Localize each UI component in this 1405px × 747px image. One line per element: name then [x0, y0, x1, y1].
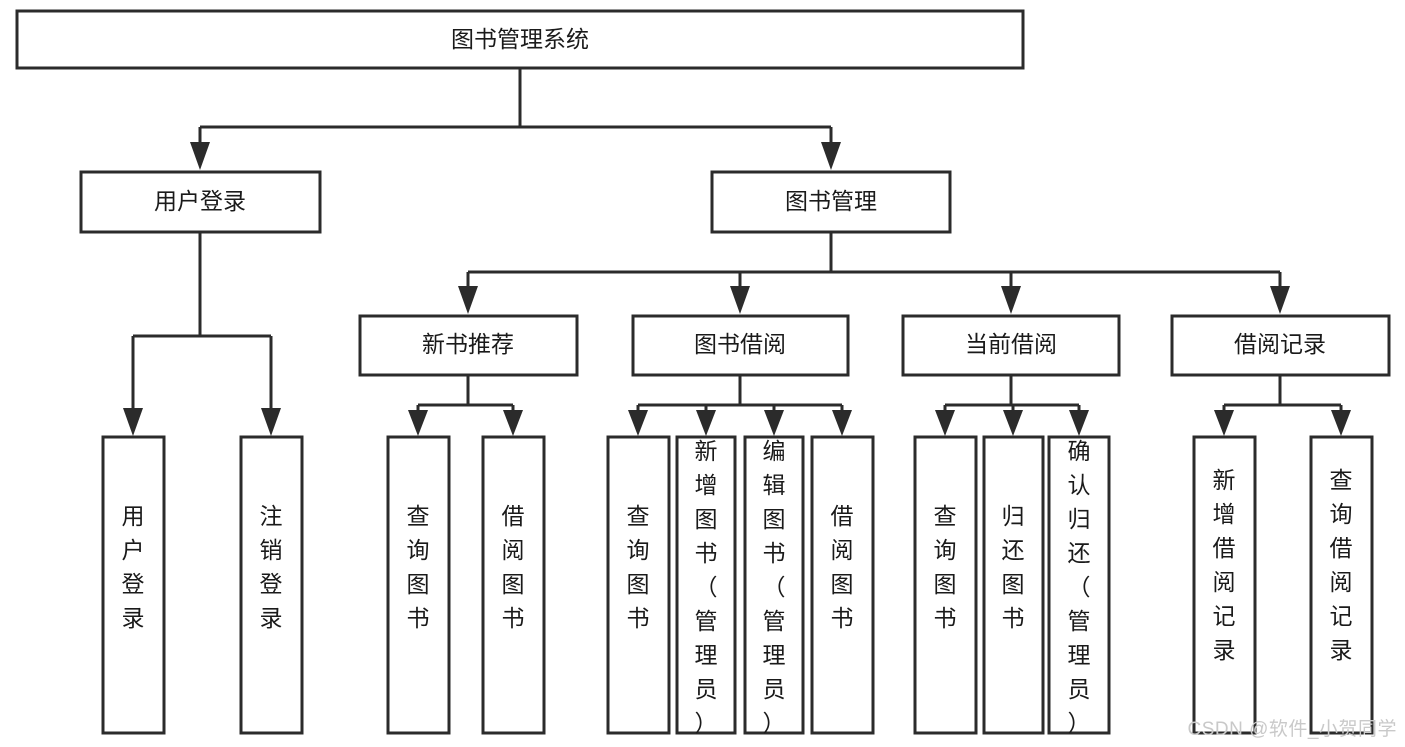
node-root-box[interactable]	[15, 9, 1025, 70]
leaf-bb-query-book-box[interactable]	[606, 435, 671, 735]
connectors-user-login-to-leaves	[123, 232, 281, 436]
csdn-watermark: CSDN @软件_小贺同学	[1187, 719, 1397, 740]
arrow-head-cb-leaf1	[935, 410, 955, 436]
arrow-head-new-book	[458, 286, 478, 314]
arrow-head-borrow-records	[1270, 286, 1290, 314]
leaf-user-login-box[interactable]	[101, 435, 166, 735]
leaf-br-query-record[interactable]: 查询借阅记录	[1309, 435, 1374, 735]
leaf-nb-borrow-book-label: 借阅图书	[502, 503, 525, 631]
node-user-login-box[interactable]	[79, 170, 322, 234]
leaf-bb-borrow-book[interactable]: 借阅图书	[810, 435, 875, 735]
node-root-label: 图书管理系统	[451, 26, 589, 52]
node-current-borrow-box[interactable]	[901, 314, 1121, 377]
leaf-bb-edit-book[interactable]: 编辑图书（管理员）	[743, 435, 805, 736]
node-book-borrow-box[interactable]	[631, 314, 850, 377]
leaf-nb-borrow-book[interactable]: 借阅图书	[481, 435, 546, 735]
node-user-login[interactable]: 用户登录	[79, 170, 322, 234]
leaf-nb-query-book[interactable]: 查询图书	[386, 435, 451, 735]
connectors-current-borrow-to-leaves	[935, 375, 1089, 436]
connectors-book-mgmt-to-level2	[458, 232, 1290, 314]
leaf-bb-add-book[interactable]: 新增图书（管理员）	[675, 435, 737, 736]
leaf-logout-box[interactable]	[239, 435, 304, 735]
leaf-br-query-record-box[interactable]	[1309, 435, 1374, 735]
leaf-bb-add-book-label: 新增图书（管理员）	[695, 438, 718, 736]
leaf-nb-query-book-label: 查询图书	[407, 503, 430, 631]
arrow-head-nb-leaf1	[408, 410, 428, 436]
node-current-borrow[interactable]: 当前借阅	[901, 314, 1121, 377]
leaf-cb-query-book-label: 查询图书	[934, 503, 957, 631]
arrow-head-cb-leaf3	[1069, 410, 1089, 436]
arrow-head-bb-leaf2	[696, 410, 716, 436]
arrow-head-current-borrow	[1001, 286, 1021, 314]
leaf-br-add-record-box[interactable]	[1192, 435, 1257, 735]
node-book-borrow[interactable]: 图书借阅	[631, 314, 850, 377]
node-current-borrow-label: 当前借阅	[965, 331, 1057, 357]
node-user-login-label: 用户登录	[154, 188, 246, 214]
leaf-cb-return-book-box[interactable]	[982, 435, 1045, 735]
leaf-bb-borrow-book-label: 借阅图书	[831, 503, 854, 631]
leaf-cb-return-book-label: 归还图书	[1002, 503, 1025, 631]
leaf-br-add-record-label: 新增借阅记录	[1213, 467, 1236, 663]
leaf-cb-confirm-return[interactable]: 确认归还（管理员）	[1047, 435, 1111, 736]
node-borrow-records[interactable]: 借阅记录	[1170, 314, 1391, 377]
arrow-head-bb-leaf4	[832, 410, 852, 436]
leaf-user-login[interactable]: 用户登录	[101, 435, 166, 735]
node-book-management-box[interactable]	[710, 170, 952, 234]
leaf-logout[interactable]: 注销登录	[239, 435, 304, 735]
leaf-bb-query-book-label: 查询图书	[627, 503, 650, 631]
connectors-book-borrow-to-leaves	[628, 375, 852, 436]
arrow-head-ul-leaf2	[261, 408, 281, 436]
node-book-borrow-label: 图书借阅	[694, 331, 786, 357]
arrow-head-bb-leaf3	[764, 410, 784, 436]
leaf-bb-edit-book-box[interactable]	[743, 435, 805, 735]
node-new-book-recommend-label: 新书推荐	[422, 331, 514, 357]
node-new-book-recommend[interactable]: 新书推荐	[358, 314, 579, 377]
connectors-root-to-level1	[190, 68, 841, 170]
arrow-head-br-leaf2	[1331, 410, 1351, 436]
leaf-cb-query-book-box[interactable]	[913, 435, 978, 735]
arrow-head-bb-leaf1	[628, 410, 648, 436]
arrow-head-ul-leaf1	[123, 408, 143, 436]
arrow-head-book-mgmt	[821, 142, 841, 170]
leaf-nb-query-book-box[interactable]	[386, 435, 451, 735]
leaf-bb-edit-book-label: 编辑图书（管理员）	[763, 438, 786, 736]
connectors-new-book-to-leaves	[408, 375, 523, 436]
arrow-head-br-leaf1	[1214, 410, 1234, 436]
node-book-management-label: 图书管理	[785, 188, 877, 214]
leaf-cb-query-book[interactable]: 查询图书	[913, 435, 978, 735]
leaf-bb-add-book-box[interactable]	[675, 435, 737, 735]
arrow-head-user-login	[190, 142, 210, 170]
node-root[interactable]: 图书管理系统	[15, 9, 1025, 70]
arrow-head-nb-leaf2	[503, 410, 523, 436]
node-borrow-records-box[interactable]	[1170, 314, 1391, 377]
connectors-borrow-records-to-leaves	[1214, 375, 1351, 436]
node-book-management[interactable]: 图书管理	[710, 170, 952, 234]
leaf-cb-return-book[interactable]: 归还图书	[982, 435, 1045, 735]
leaf-bb-query-book[interactable]: 查询图书	[606, 435, 671, 735]
leaf-bb-borrow-book-box[interactable]	[810, 435, 875, 735]
leaf-br-query-record-label: 查询借阅记录	[1330, 467, 1353, 663]
leaf-user-login-label: 用户登录	[122, 503, 145, 631]
node-new-book-recommend-box[interactable]	[358, 314, 579, 377]
arrow-head-book-borrow	[730, 286, 750, 314]
leaf-cb-confirm-return-box[interactable]	[1047, 435, 1111, 735]
leaf-nb-borrow-book-box[interactable]	[481, 435, 546, 735]
node-borrow-records-label: 借阅记录	[1234, 331, 1326, 357]
leaf-br-add-record[interactable]: 新增借阅记录	[1192, 435, 1257, 735]
leaf-cb-confirm-return-label: 确认归还（管理员）	[1068, 438, 1091, 736]
arrow-head-cb-leaf2	[1003, 410, 1023, 436]
leaf-logout-label: 注销登录	[260, 503, 283, 631]
